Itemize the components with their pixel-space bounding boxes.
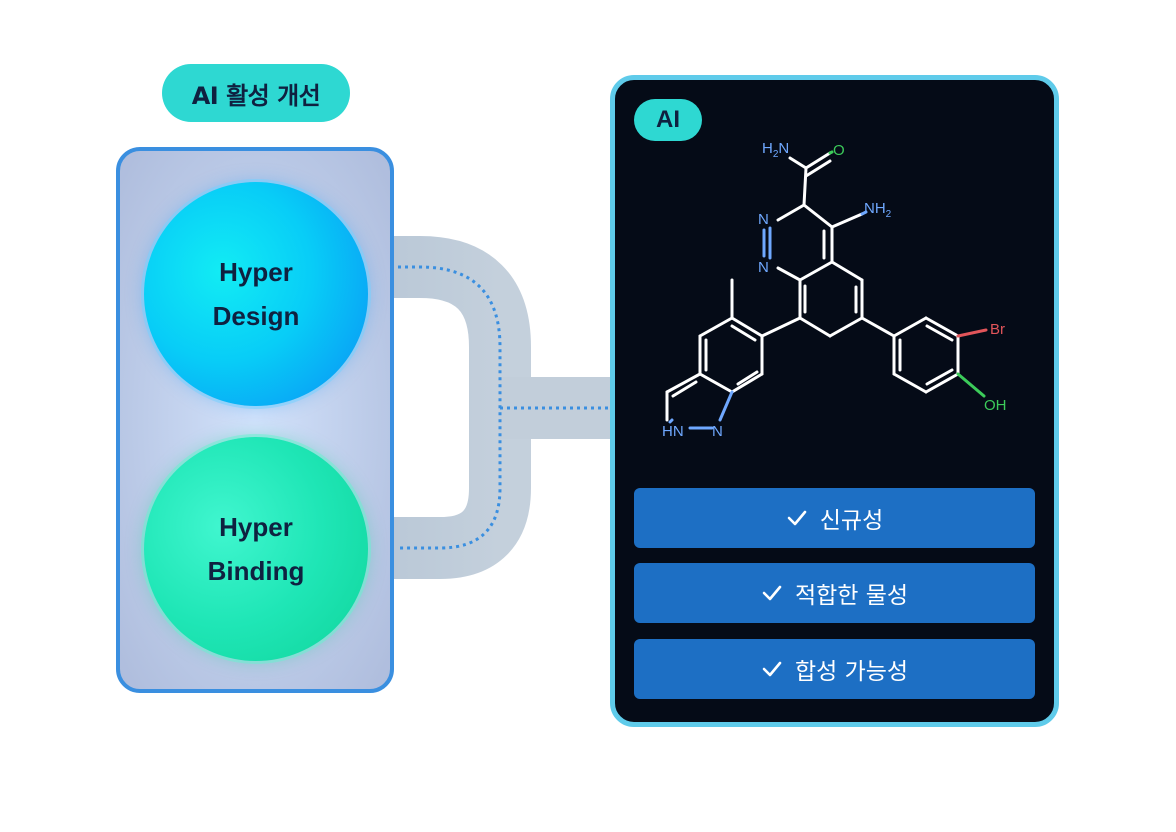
criteria-label: 적합한 물성 bbox=[794, 583, 909, 609]
label-hydroxyl: OH bbox=[984, 397, 1007, 414]
hyper-design-circle: Hyper Design bbox=[144, 182, 368, 406]
hyper-design-line1: Hyper bbox=[219, 257, 293, 287]
pipe-dotted-line bbox=[398, 265, 502, 550]
criteria-novelty: 신규성 bbox=[634, 488, 1035, 548]
hyper-binding-line1: Hyper bbox=[219, 512, 293, 542]
label-bromine: Br bbox=[990, 321, 1005, 338]
criteria-label: 합성 가능성 bbox=[794, 659, 909, 685]
criteria-properties: 적합한 물성 bbox=[634, 563, 1035, 623]
svg-text:NH2: NH2 bbox=[864, 200, 892, 220]
label-h2n-h: H bbox=[762, 140, 773, 157]
ai-badge: AI bbox=[634, 99, 702, 141]
label-nh2-sub: 2 bbox=[886, 209, 892, 220]
hyper-binding-circle: Hyper Binding bbox=[144, 437, 368, 661]
hyper-binding-line2: Binding bbox=[207, 556, 305, 586]
label-n3: N bbox=[712, 423, 723, 440]
molecule-structure: H2N O NH2 N N Br OH HN N bbox=[662, 140, 1007, 440]
label-h2n-sub: 2 bbox=[773, 149, 779, 160]
svg-text:H2N: H2N bbox=[762, 140, 789, 160]
criteria-label: 신규성 bbox=[819, 508, 884, 534]
check-icon bbox=[787, 510, 807, 526]
label-hn: HN bbox=[662, 423, 684, 440]
label-n2: N bbox=[758, 259, 769, 276]
check-icon bbox=[762, 661, 782, 677]
criteria-synthesizability: 합성 가능성 bbox=[634, 639, 1035, 699]
check-icon bbox=[762, 585, 782, 601]
hyper-design-line2: Design bbox=[212, 301, 300, 331]
label-h2n-n: N bbox=[778, 140, 789, 157]
label-oxygen: O bbox=[833, 142, 845, 159]
label-n1: N bbox=[758, 211, 769, 228]
label-nh2-nh: NH bbox=[864, 200, 886, 217]
ai-activity-title: AI 활성 개선 bbox=[162, 64, 350, 122]
